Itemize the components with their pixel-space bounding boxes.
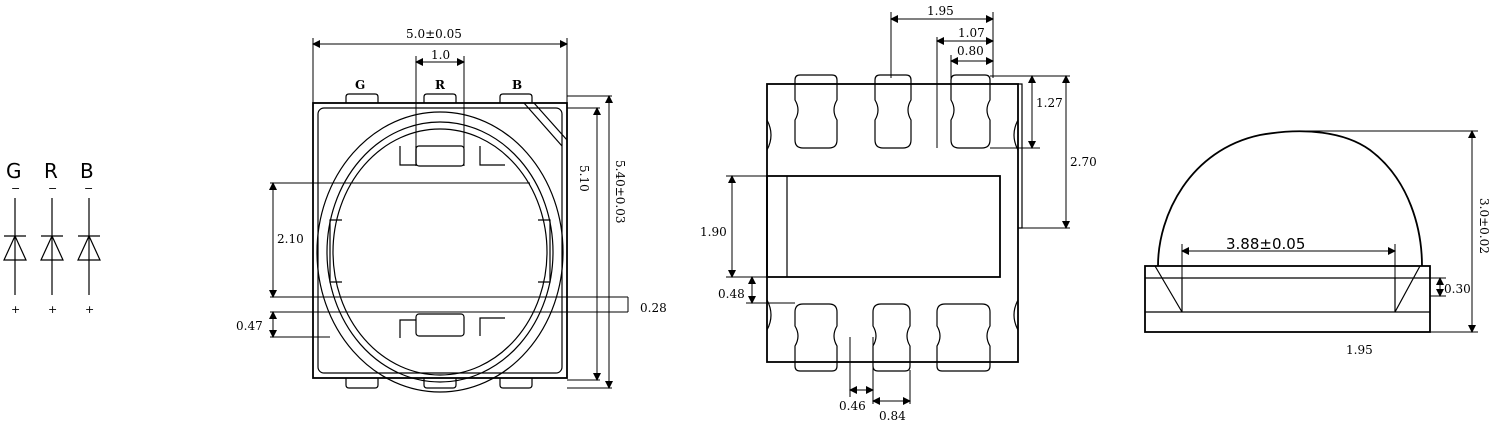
dim-pad-width-b: 0.80 xyxy=(957,44,984,58)
pad-label-r: R xyxy=(435,78,446,92)
dim-window-height: 2.10 xyxy=(277,232,304,246)
dim-pad-w: 0.84 xyxy=(879,409,906,423)
pad-label-b: B xyxy=(512,78,522,92)
anode-mark-g: + xyxy=(11,303,20,316)
cathode-mark-r: − xyxy=(48,182,57,195)
pin-label-g: G xyxy=(6,159,22,183)
dim-body-span: 2.70 xyxy=(1070,155,1097,169)
diode-symbol-r xyxy=(40,198,64,295)
dim-pad-gap: 0.46 xyxy=(839,399,866,413)
dim-pad-width: 1.0 xyxy=(431,48,450,62)
dim-height-total: 5.40±0.03 xyxy=(613,160,627,224)
bottom-view: 1.95 1.07 0.80 1.27 2.70 1.90 0.48 0.46 … xyxy=(700,4,1097,423)
dim-base-height: 0.30 xyxy=(1444,282,1471,296)
anode-mark-r: + xyxy=(48,303,57,316)
dim-pad-width-a: 1.07 xyxy=(958,26,985,40)
cathode-mark-b: − xyxy=(84,182,93,195)
dim-lens-diameter: 3.88±0.05 xyxy=(1226,235,1305,253)
side-view: 3.88±0.05 3.0±0.02 0.30 1.95 xyxy=(1144,130,1491,357)
dim-side-height: 3.0±0.02 xyxy=(1477,198,1491,254)
diode-symbol-g xyxy=(3,198,27,295)
dim-pitch: 1.95 xyxy=(927,4,954,18)
dim-width: 5.0±0.05 xyxy=(406,27,462,41)
diode-symbol-b xyxy=(77,198,101,295)
dim-gap: 0.48 xyxy=(718,287,745,301)
cathode-mark-g: − xyxy=(11,182,20,195)
dim-thickness: 0.28 xyxy=(640,301,667,315)
anode-mark-b: + xyxy=(85,303,94,316)
dim-pad-length: 0.47 xyxy=(236,319,263,333)
pad-label-g: G xyxy=(355,78,365,92)
schematic: G R B − − − + + + xyxy=(3,159,101,316)
dim-pad-length-bv: 1.27 xyxy=(1036,96,1063,110)
dim-height-inner: 5.10 xyxy=(577,165,591,192)
pin-label-r: R xyxy=(44,159,58,183)
top-view: G R B 5.0±0.05 xyxy=(236,27,667,393)
pin-label-b: B xyxy=(80,159,94,183)
dim-side-width: 1.95 xyxy=(1346,343,1373,357)
dim-center-pad: 1.90 xyxy=(700,225,727,239)
